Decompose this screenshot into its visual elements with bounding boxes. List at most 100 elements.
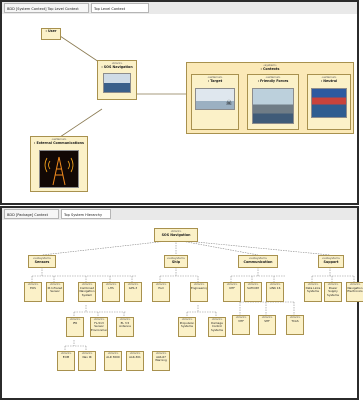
leaf-block[interactable]: «block»EOM	[57, 351, 75, 371]
neutral-block[interactable]: «external» : Neutral	[307, 74, 351, 130]
leaf-label: Data Links Systems	[305, 285, 321, 293]
leaf-block[interactable]: «block»LHS	[102, 282, 120, 302]
top-diagram-panel: BDD [System Context] Top Level Context T…	[0, 0, 359, 205]
leaf-stereotype: «block»	[93, 317, 105, 321]
leaf-stereotype: «block»	[119, 317, 131, 321]
target-block[interactable]: «external» : Target ☠	[191, 74, 239, 130]
leaf-stereotype: «block»	[269, 282, 281, 286]
leaf-label: Power Supply Systems	[327, 285, 339, 297]
group-block[interactable]: «subsystem»Ship	[164, 255, 188, 268]
leaf-label: SHF	[264, 318, 270, 323]
leaf-block[interactable]: «block»EOS	[24, 282, 42, 302]
leaf-block[interactable]: «block»Navigation Electronics	[346, 282, 363, 302]
bottom-diagram-panel: BDD [Package] Context Top System Hierarc…	[0, 206, 363, 400]
skull-icon: ☠	[225, 99, 232, 107]
group-block[interactable]: «subsystem»Sensors	[28, 255, 56, 268]
group-block[interactable]: «subsystem»Support	[318, 255, 344, 268]
friendly-forces-block[interactable]: «external» : Friendly Forces	[247, 74, 299, 130]
leaf-label: Engineering	[191, 285, 208, 290]
leaf-label: ALR-301	[129, 354, 141, 359]
leaf-label: VHF	[238, 318, 244, 323]
leaf-stereotype: «block»	[105, 282, 117, 286]
leaf-stereotype: «block»	[155, 282, 167, 286]
tab-top-level-context[interactable]: Top Level Context	[91, 3, 149, 13]
sos-navigation-block[interactable]: «block» : SOS Navigation	[97, 60, 137, 100]
leaf-stereotype: «block»	[289, 315, 301, 319]
leaf-block[interactable]: «block»LINK 16	[266, 282, 284, 302]
leaf-stereotype: «block»	[27, 282, 39, 286]
leaf-block[interactable]: «block»SATCOM	[244, 282, 262, 302]
leaf-stereotype: «block»	[69, 317, 81, 321]
leaf-block[interactable]: «block»IFR	[66, 317, 84, 337]
communications-tower-image	[39, 150, 79, 188]
leaf-block[interactable]: «block»VHF	[232, 315, 250, 335]
bottom-diagram-canvas: «block» SOS Navigation «subsystem»Sensor…	[2, 220, 363, 398]
leaf-stereotype: «block»	[49, 282, 61, 286]
leaf-stereotype: «block»	[327, 282, 339, 286]
leaf-label: ALR 3000	[106, 354, 120, 359]
leaf-label: Nav IR	[82, 354, 92, 359]
leaf-label: EL 3.5 Antenna	[119, 320, 131, 328]
leaf-stereotype: «block»	[307, 282, 319, 286]
leaf-block[interactable]: «block»Hull	[152, 282, 170, 302]
leaf-block[interactable]: «block»Engineering	[190, 282, 208, 302]
leaf-label: Navigation Electronics	[347, 285, 363, 293]
leaf-stereotype: «block»	[247, 282, 259, 286]
leaf-block[interactable]: «block»ALR 3000	[104, 351, 122, 371]
leaf-stereotype: «block»	[81, 351, 93, 355]
leaf-block[interactable]: «block»UHF	[223, 282, 241, 302]
leaf-label: Propulsion Systems	[179, 320, 195, 328]
leaf-label: UHF	[229, 285, 235, 290]
leaf-label: ALR-67 Warning	[155, 354, 167, 362]
leaf-block[interactable]: «block»SHF	[258, 315, 276, 335]
leaf-stereotype: «block»	[155, 351, 167, 355]
leaf-block[interactable]: «block»FL-513 Sensor Environment	[90, 317, 108, 337]
leaf-label: Combined Navigation System	[79, 285, 95, 297]
tab-system-context[interactable]: BDD [System Context] Top Level Context	[4, 3, 89, 13]
leaf-label: IFR	[72, 320, 78, 325]
leaf-block[interactable]: «block»EL 3.5 Antenna	[116, 317, 134, 337]
hierarchy-connectors	[31, 239, 355, 351]
leaf-stereotype: «block»	[211, 317, 223, 321]
leaf-block[interactable]: «block»Data Links Systems	[304, 282, 322, 302]
leaf-block[interactable]: «block»ALR-67 Warning	[152, 351, 170, 371]
leaf-label: Hull	[158, 285, 164, 290]
group-block[interactable]: «subsystem»Communication	[238, 255, 278, 268]
target-image: ☠	[195, 88, 235, 110]
leaf-block[interactable]: «block»TCAS	[286, 315, 304, 335]
leaf-stereotype: «block»	[181, 317, 193, 321]
top-diagram-canvas: : User «block» : SOS Navigation «system»…	[2, 14, 357, 203]
leaf-stereotype: «block»	[226, 282, 238, 286]
root-block[interactable]: «block» SOS Navigation	[154, 228, 198, 242]
leaf-label: Damage Control Systems	[211, 320, 223, 332]
leaf-stereotype: «block»	[193, 282, 205, 286]
tower-icon	[44, 156, 74, 186]
leaf-block[interactable]: «block»GPS-3	[124, 282, 142, 302]
neutral-image	[311, 88, 347, 118]
leaf-block[interactable]: «block»Combined Navigation System	[78, 282, 96, 302]
leaf-block[interactable]: «block»Nav IR	[78, 351, 96, 371]
ship-image	[103, 73, 131, 93]
leaf-label: FL-513 Sensor Environment	[91, 320, 108, 332]
leaf-block[interactable]: «block»Damage Control Systems	[208, 317, 226, 337]
leaf-stereotype: «block»	[60, 351, 72, 355]
tab-system-hierarchy[interactable]: Top System Hierarchy	[61, 209, 111, 219]
leaf-label: TCAS	[291, 318, 299, 323]
leaf-stereotype: «block»	[127, 282, 139, 286]
leaf-label: GPS-3	[128, 285, 138, 290]
leaf-label: LINK 16	[269, 285, 281, 290]
user-block[interactable]: : User	[41, 28, 61, 40]
leaf-stereotype: «block»	[81, 282, 93, 286]
leaf-label: LHS	[108, 285, 114, 290]
leaf-stereotype: «block»	[349, 282, 361, 286]
leaf-block[interactable]: «block»ALR-301	[126, 351, 144, 371]
leaf-label: IR Infrared Sensor	[47, 285, 63, 293]
top-connectors	[56, 35, 187, 140]
tab-package-context[interactable]: BDD [Package] Context	[4, 209, 59, 219]
external-communications-block[interactable]: «external» : External Communications	[30, 136, 88, 192]
friendly-forces-image	[252, 88, 294, 124]
leaf-block[interactable]: «block»Power Supply Systems	[324, 282, 342, 302]
leaf-block[interactable]: «block»IR Infrared Sensor	[46, 282, 64, 302]
leaf-label: EOS	[30, 285, 36, 290]
leaf-block[interactable]: «block»Propulsion Systems	[178, 317, 196, 337]
